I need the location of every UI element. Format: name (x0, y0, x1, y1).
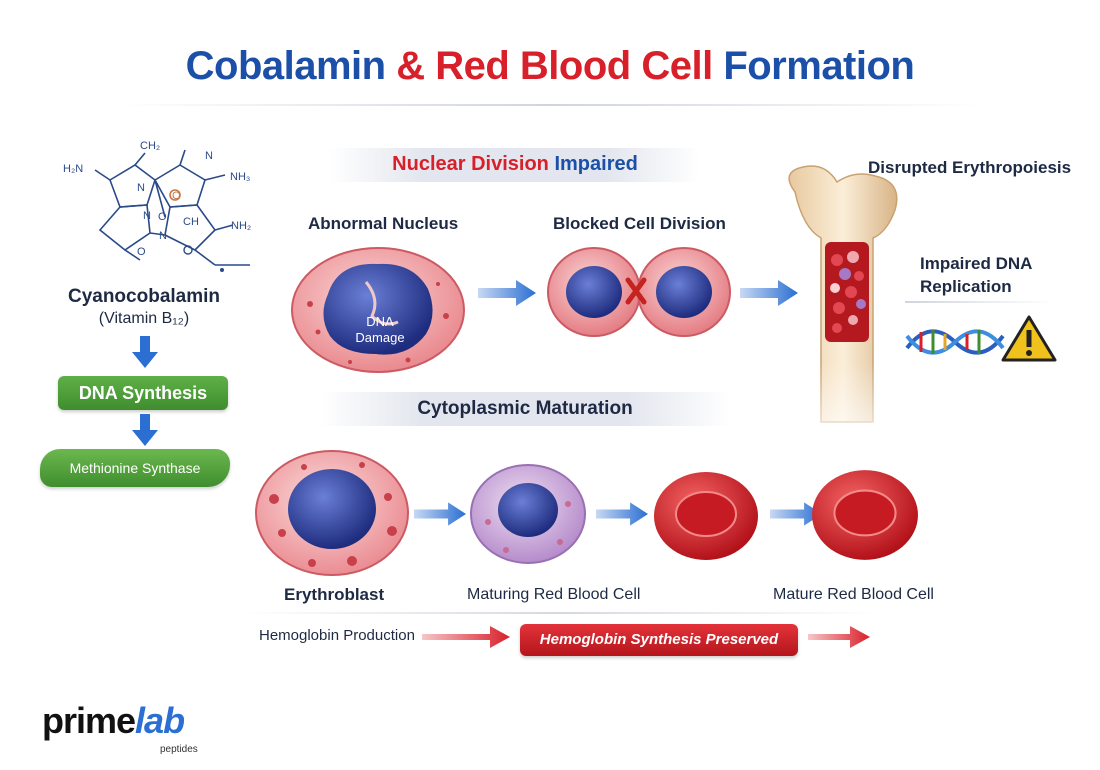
cell-label-maturing: Maturing Red Blood Cell (467, 586, 641, 603)
title-divider (120, 104, 980, 106)
dna-synthesis-badge: DNA Synthesis (58, 376, 228, 410)
right-arrow-icon (770, 502, 822, 526)
hemoglobin-production-label: Hemoglobin Production (259, 627, 415, 644)
atom-label: NH₂ (231, 220, 251, 232)
header-blue-text: Impaired (554, 153, 638, 175)
primelab-logo: primelab peptides (42, 700, 242, 760)
title-part-3: Formation (723, 44, 915, 88)
atom-label: O (158, 211, 167, 223)
right-arrow-icon (414, 502, 466, 526)
atom-label: N (159, 230, 167, 242)
right-arrow-icon (596, 502, 648, 526)
atom-label: CH (183, 216, 199, 228)
down-arrow-icon (132, 336, 158, 368)
bone-title: Disrupted Erythropoiesis (868, 158, 1072, 177)
dna-damage-text: Damage (355, 330, 404, 345)
atom-label: N (137, 182, 145, 194)
header-red-text: Nuclear Division (392, 153, 549, 175)
logo-prime: prime (42, 700, 136, 741)
red-blood-cell (654, 472, 758, 560)
right-arrow-icon (478, 280, 536, 306)
nuclear-division-header: Nuclear Division Impaired (330, 153, 700, 176)
atom-label: CH₂ (140, 140, 160, 152)
atom-label: O (172, 190, 181, 202)
dna-label-line2: Replication (920, 277, 1012, 296)
molecule-subtitle: (Vitamin B₁₂) (98, 310, 190, 327)
atom-label: N (143, 210, 151, 222)
atom-label: O (137, 246, 146, 258)
right-arrow-icon (422, 626, 510, 648)
logo-peptides: peptides (160, 744, 198, 755)
abnormal-nucleus-label: Abnormal Nucleus (308, 214, 459, 233)
title-part-2: & Red Blood Cell (396, 44, 713, 88)
hemoglobin-divider (240, 612, 880, 614)
atom-label: N (205, 150, 213, 162)
bone-marrow-illustration (788, 165, 898, 462)
down-arrow-icon (132, 414, 158, 446)
blocked-division-cells (547, 247, 731, 337)
title-part-1: Cobalamin (185, 44, 386, 88)
erythroblast-cell (255, 450, 409, 576)
cell-label-mature: Mature Red Blood Cell (773, 586, 934, 603)
methionine-synthase-badge: Methionine Synthase (40, 449, 230, 487)
cytoplasmic-header: Cytoplasmic Maturation (417, 398, 633, 419)
nuclear-division-band (330, 148, 700, 182)
right-arrow-icon (808, 626, 870, 648)
hemoglobin-preserved-badge: Hemoglobin Synthesis Preserved (520, 624, 798, 656)
cyanocobalamin-structure: H₂N CH₂ N NH₃ N O CH NH₂ N O N O (63, 140, 251, 272)
dna-damage-text: DNA (366, 314, 394, 329)
molecule-name: Cyanocobalamin (67, 286, 221, 307)
page-title: Cobalamin & Red Blood Cell Formation (0, 44, 1100, 89)
mature-red-blood-cell (812, 470, 918, 560)
right-arrow-icon (740, 280, 798, 306)
dna-label-divider (905, 301, 1055, 303)
maturing-rbc-cell (470, 464, 586, 564)
dna-label-line1: Impaired DNA (920, 254, 1033, 273)
logo-lab: lab (135, 700, 185, 741)
atom-label: NH₃ (230, 171, 250, 183)
atom-label: H₂N (63, 163, 83, 175)
cytoplasmic-band (320, 392, 730, 426)
warning-triangle-icon (1001, 315, 1057, 362)
abnormal-nucleus-cell: DNA Damage (291, 247, 465, 373)
dna-helix-icon (905, 329, 1005, 355)
blocked-division-label: Blocked Cell Division (553, 214, 726, 233)
cell-label-erythroblast: Erythroblast (284, 585, 385, 604)
